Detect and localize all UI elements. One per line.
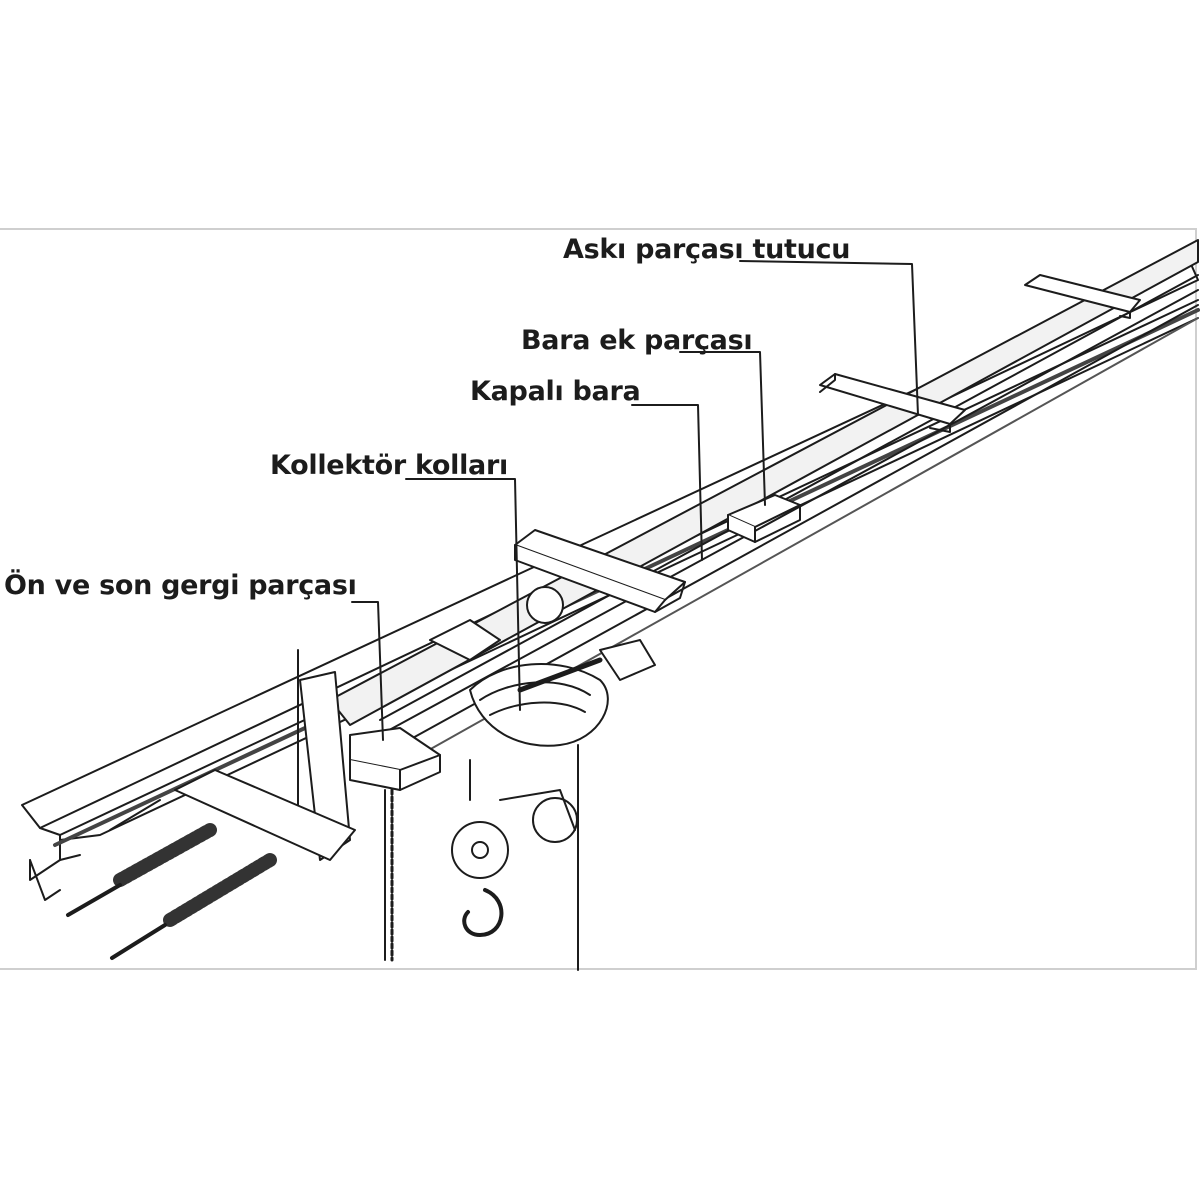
label-tension-piece: Ön ve son gergi parçası	[4, 570, 357, 601]
leader-line-on-ve-son	[351, 601, 384, 741]
label-collector-arms: Kollektör kolları	[270, 450, 508, 481]
collector-arm-bracket	[514, 529, 686, 613]
collector-trolley	[429, 586, 656, 747]
label-closed-busbar: Kapalı bara	[470, 376, 641, 407]
leader-line-kollektor	[405, 478, 521, 711]
label-busbar-joint: Bara ek parçası	[521, 325, 753, 356]
illustration-frame	[0, 228, 1197, 970]
hook-block	[451, 759, 578, 937]
hanger-holders	[819, 274, 1141, 433]
leader-lines	[351, 260, 919, 741]
tension-piece	[109, 649, 441, 861]
tension-springs	[66, 823, 277, 960]
hoist-chains	[384, 744, 579, 971]
leader-line-kapali	[631, 404, 703, 561]
leader-line-aski	[739, 260, 919, 416]
label-aski-holder: Askı parçası tutucu	[563, 234, 851, 265]
busbar-joint-piece	[727, 494, 801, 543]
leader-line-bara-ek	[679, 351, 766, 506]
